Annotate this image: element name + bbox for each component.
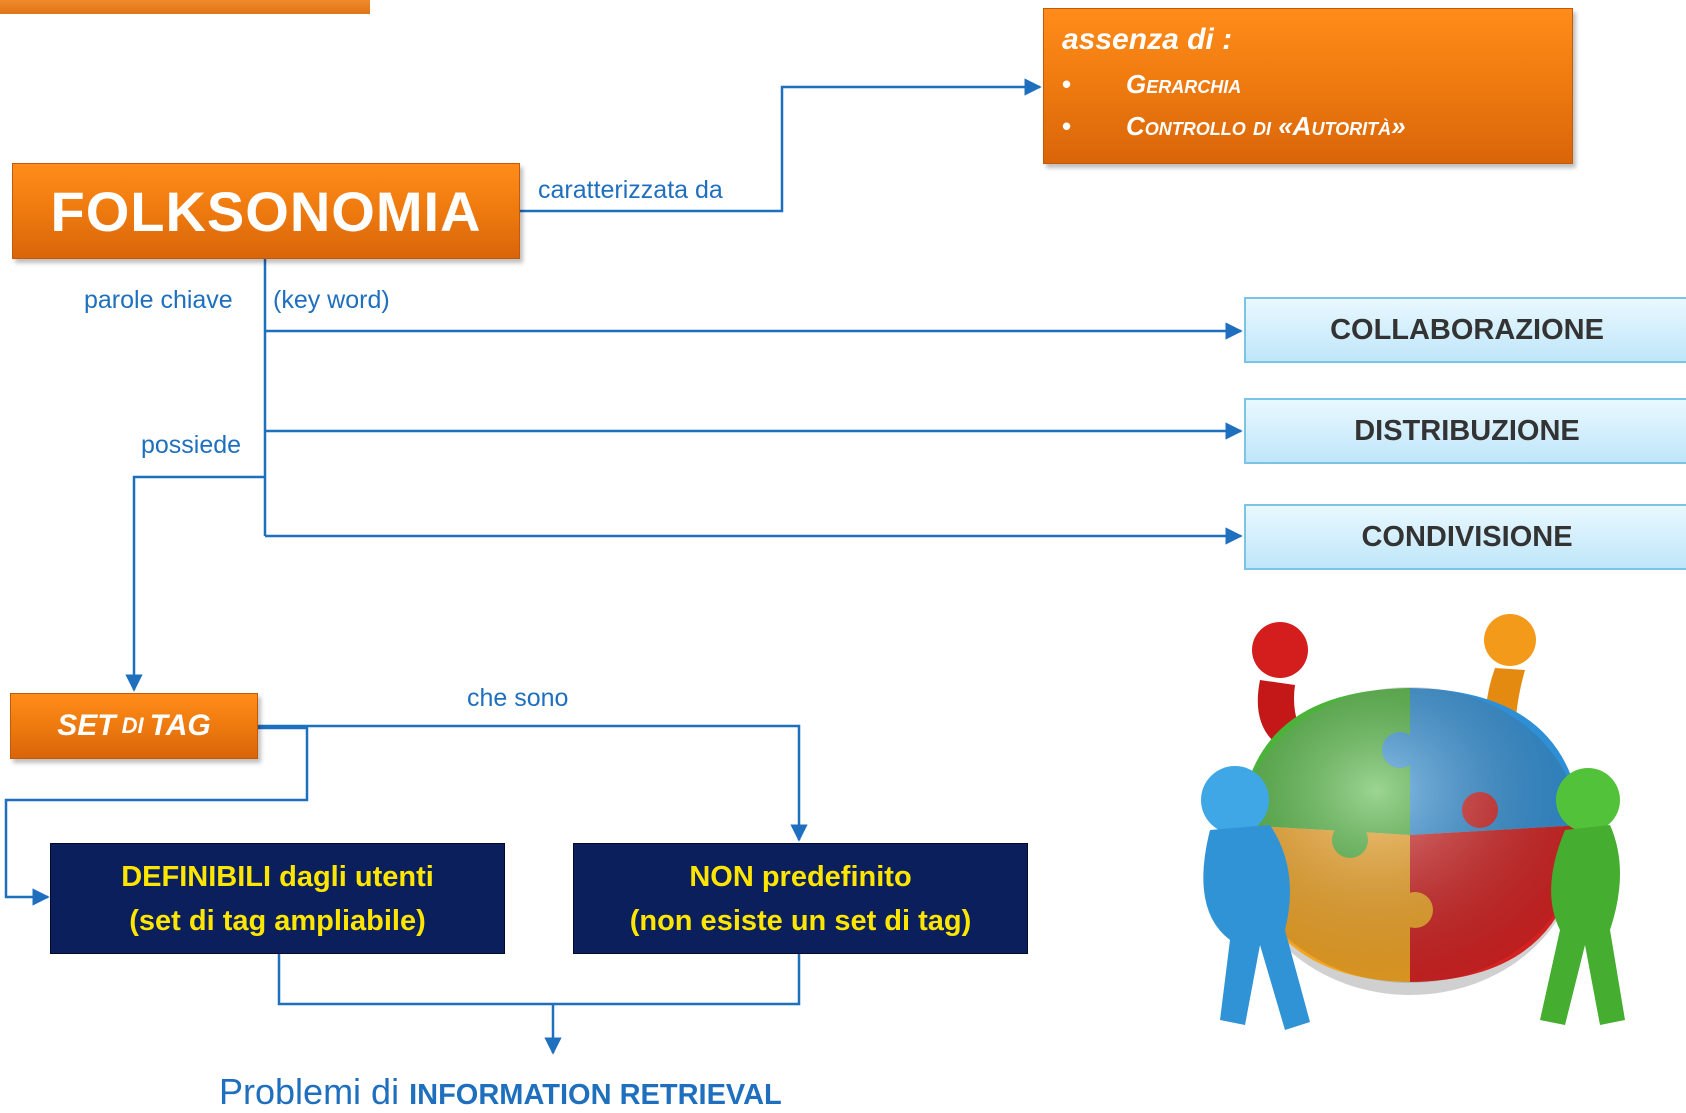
assenza-list: •Gerarchia •Controllo di «Autorità» bbox=[1062, 63, 1554, 147]
set-di-tag-node: SET DI TAG bbox=[10, 693, 258, 759]
di-word: DI bbox=[121, 713, 144, 738]
connector-definibili bbox=[4, 726, 309, 906]
assenza-node: assenza di : •Gerarchia •Controllo di «A… bbox=[1043, 8, 1573, 164]
collaborazione-node: COLLABORAZIONE bbox=[1244, 297, 1686, 363]
condivisione-node: CONDIVISIONE bbox=[1244, 504, 1686, 570]
label-key-word: (key word) bbox=[273, 286, 390, 314]
condivisione-label: CONDIVISIONE bbox=[1361, 520, 1573, 553]
bullet-icon: • bbox=[1062, 111, 1072, 141]
label-che-sono: che sono bbox=[467, 684, 569, 712]
problemi-strong: INFORMATION RETRIEVAL bbox=[409, 1079, 782, 1111]
distribuzione-label: DISTRIBUZIONE bbox=[1354, 414, 1580, 447]
distribuzione-node: DISTRIBUZIONE bbox=[1244, 398, 1686, 464]
problemi-prefix: Problemi di bbox=[219, 1071, 410, 1112]
connector-che-sono bbox=[258, 724, 808, 842]
collaborazione-label: COLLABORAZIONE bbox=[1330, 313, 1604, 346]
definibili-node: DEFINIBILI dagli utenti (set di tag ampl… bbox=[50, 843, 505, 954]
puzzle-disc bbox=[1239, 687, 1582, 995]
set-word: SET bbox=[57, 709, 116, 742]
blue-figure bbox=[1201, 766, 1310, 1030]
problemi-text: Problemi di INFORMATION RETRIEVAL bbox=[219, 1071, 782, 1113]
tag-word: TAG bbox=[149, 709, 211, 742]
connector-possiede bbox=[125, 475, 265, 692]
connector-merge bbox=[277, 954, 801, 1006]
teamwork-puzzle-icon bbox=[1201, 614, 1625, 1030]
definibili-line2: (set di tag ampliabile) bbox=[129, 904, 426, 937]
label-possiede: possiede bbox=[141, 431, 242, 459]
non-predefinito-node: NON predefinito (non esiste un set di ta… bbox=[573, 843, 1028, 954]
non-predefinito-line2: (non esiste un set di tag) bbox=[629, 904, 972, 937]
bullet-icon: • bbox=[1062, 69, 1072, 99]
assenza-item: •Gerarchia bbox=[1062, 63, 1554, 105]
connector-caratterizzata bbox=[520, 78, 1042, 213]
assenza-item: •Controllo di «Autorità» bbox=[1062, 105, 1554, 147]
assenza-title: assenza di : bbox=[1062, 23, 1233, 56]
folksonomia-node: FOLKSONOMIA bbox=[12, 163, 520, 259]
definibili-line1: DEFINIBILI dagli utenti bbox=[121, 860, 434, 893]
green-figure bbox=[1540, 768, 1625, 1025]
folksonomia-title: FOLKSONOMIA bbox=[50, 179, 482, 243]
label-caratterizzata: caratterizzata da bbox=[538, 176, 723, 204]
non-predefinito-line1: NON predefinito bbox=[689, 860, 912, 893]
top-accent-bar bbox=[0, 0, 370, 14]
label-parole-chiave: parole chiave bbox=[84, 286, 233, 314]
